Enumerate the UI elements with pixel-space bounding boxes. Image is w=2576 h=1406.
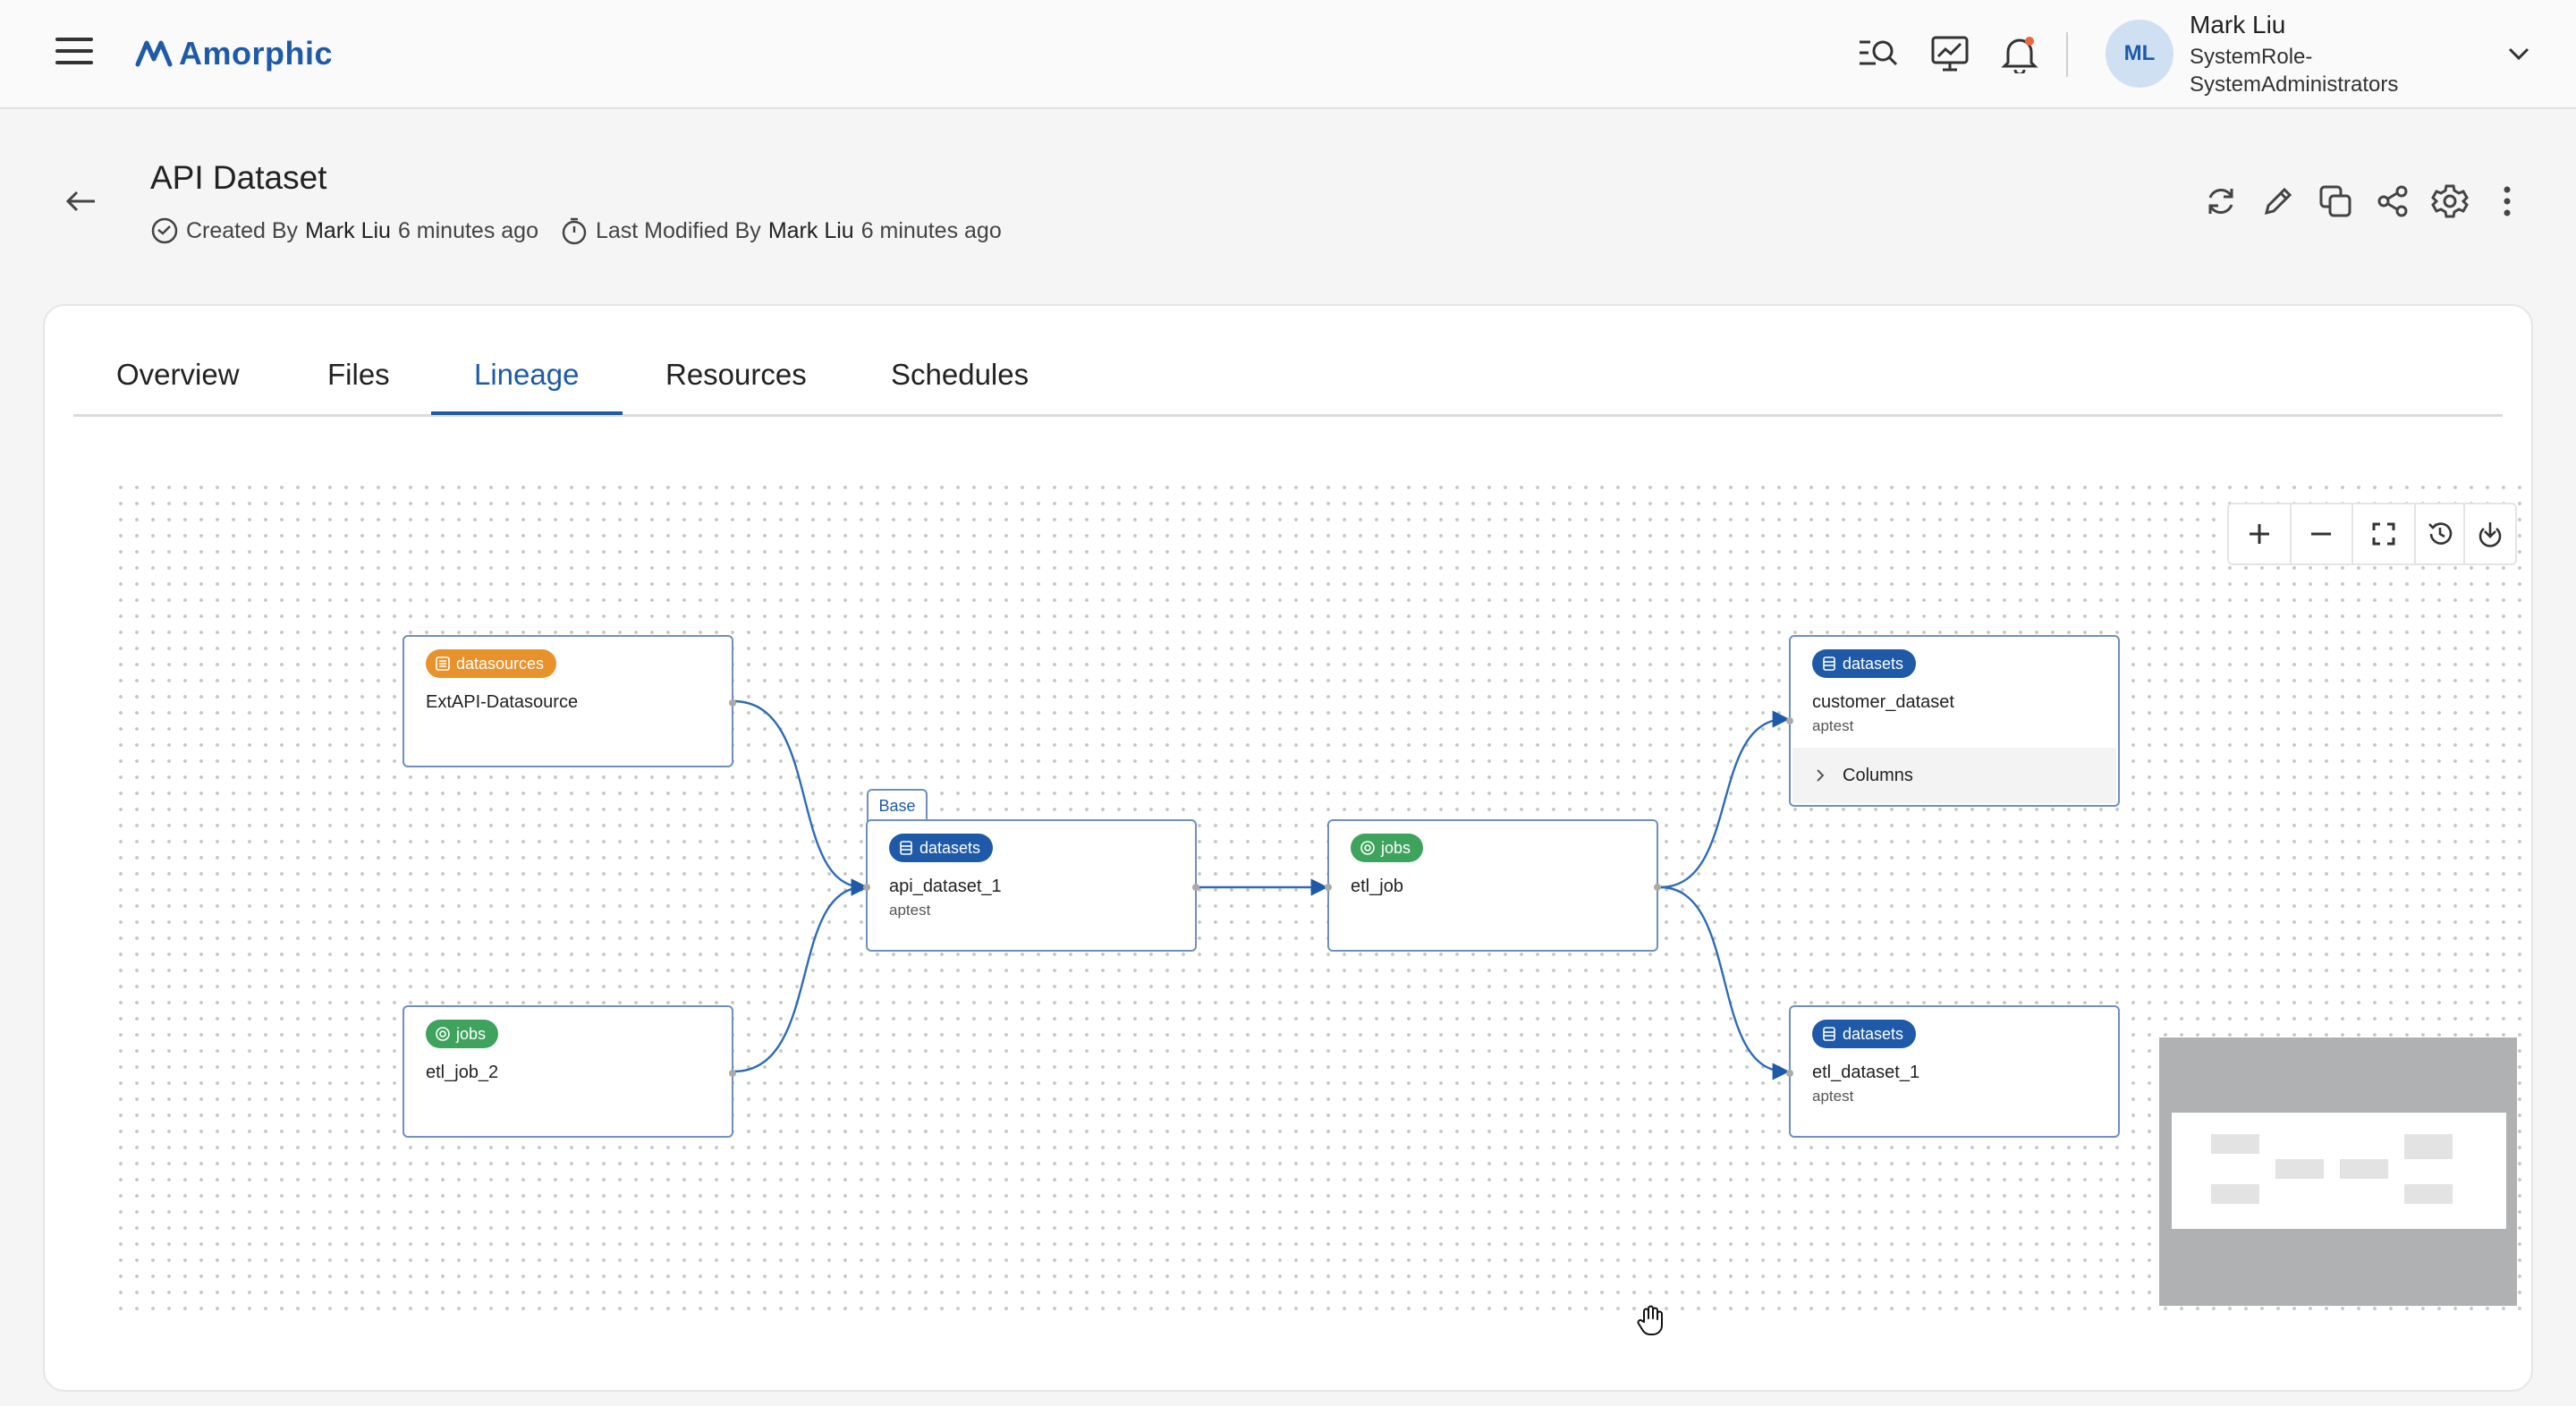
back-arrow-icon[interactable]: [63, 182, 100, 220]
base-tag: Base: [867, 789, 928, 821]
tab-overview[interactable]: Overview: [116, 358, 240, 391]
node-handle[interactable]: [863, 884, 870, 891]
node-handle[interactable]: [1192, 884, 1199, 891]
tab-files[interactable]: Files: [327, 358, 390, 391]
node-handle[interactable]: [1654, 884, 1661, 891]
dataset-icon: [1823, 1027, 1835, 1041]
lineage-node-etl-dataset-1[interactable]: datasets etl_dataset_1 aptest: [1786, 1005, 2120, 1138]
clock-icon: [151, 217, 178, 244]
bell-icon[interactable]: [1998, 32, 2041, 75]
node-name: customer_dataset: [1812, 692, 1954, 712]
hand-cursor-icon: [1637, 1305, 1663, 1335]
dataset-icon: [900, 841, 912, 855]
user-role: SystemRole-SystemAdministrators: [2190, 45, 2399, 97]
app-logo[interactable]: Amorphic: [134, 27, 333, 80]
menu-icon[interactable]: [55, 38, 93, 66]
created-by: Mark Liu: [305, 217, 391, 243]
amorphic-logo-icon: [135, 40, 173, 67]
dataset-badge: datasets: [1812, 649, 1917, 678]
created-label: Created By: [186, 217, 299, 243]
minimap-node: [2275, 1159, 2324, 1179]
node-handle[interactable]: [1786, 1070, 1793, 1077]
minimap-viewport[interactable]: [2172, 1113, 2506, 1229]
job-icon: [436, 1027, 450, 1041]
timer-icon: [562, 217, 587, 245]
job-badge: jobs: [426, 1020, 499, 1048]
tab-schedules[interactable]: Schedules: [891, 358, 1030, 391]
dataset-icon: [1823, 656, 1835, 671]
node-name: api_dataset_1: [889, 877, 1002, 896]
chevron-right-icon: [1817, 769, 1825, 782]
node-name: etl_job: [1351, 877, 1403, 896]
edit-icon[interactable]: [2258, 181, 2299, 222]
zoom-out-icon[interactable]: [2292, 504, 2354, 563]
tab-bar: Overview Files Lineage Resources Schedul…: [73, 331, 2503, 417]
job-icon: [1360, 841, 1375, 855]
header-divider: [2066, 32, 2068, 77]
share-icon[interactable]: [2372, 181, 2413, 222]
modified-by: Mark Liu: [767, 217, 854, 243]
minimap-node: [2404, 1184, 2453, 1204]
tab-resources[interactable]: Resources: [665, 358, 807, 391]
fit-view-icon[interactable]: [2353, 504, 2416, 563]
badge-label: datasets: [1843, 654, 1904, 673]
settings-icon[interactable]: [2429, 181, 2470, 222]
top-navbar: Amorphic ML Mark Liu SystemRole-SystemAd…: [0, 0, 2576, 109]
zoom-in-icon[interactable]: [2229, 504, 2292, 563]
copy-icon[interactable]: [2315, 181, 2356, 222]
columns-expander[interactable]: Columns: [1792, 748, 2116, 803]
datasource-badge: datasources: [426, 649, 557, 678]
active-tab-indicator: [431, 411, 623, 415]
monitor-chart-icon[interactable]: [1928, 32, 1971, 75]
avatar[interactable]: ML: [2106, 20, 2174, 88]
badge-label: datasources: [456, 654, 545, 673]
node-subtitle: aptest: [1812, 1088, 1854, 1105]
lineage-node-extapi-datasource[interactable]: datasources ExtAPI-Datasource: [402, 635, 736, 767]
node-subtitle: aptest: [1812, 717, 1854, 734]
node-handle[interactable]: [1325, 884, 1332, 891]
download-icon[interactable]: [2465, 504, 2515, 563]
minimap-node: [2404, 1134, 2453, 1159]
datasource-icon: [436, 656, 450, 671]
node-subtitle: aptest: [889, 902, 931, 919]
chevron-down-icon[interactable]: [2504, 39, 2533, 68]
node-handle[interactable]: [729, 1070, 736, 1077]
node-name: etl_dataset_1: [1812, 1063, 1920, 1082]
user-name: Mark Liu: [2190, 11, 2286, 38]
lineage-node-customer-dataset[interactable]: datasets customer_dataset aptest Columns: [1786, 635, 2120, 807]
badge-label: datasets: [919, 838, 981, 857]
badge-label: datasets: [1843, 1024, 1904, 1043]
dataset-badge: datasets: [889, 834, 994, 862]
node-name: ExtAPI-Datasource: [426, 692, 579, 712]
page-title: API Dataset: [150, 159, 327, 196]
page-meta: Created By Mark Liu 6 minutes ago Last M…: [150, 216, 1023, 245]
lineage-canvas[interactable]: [113, 479, 2528, 1320]
modified-when: 6 minutes ago: [860, 217, 1002, 243]
node-handle[interactable]: [1786, 717, 1793, 724]
lineage-node-etl-job-2[interactable]: jobs etl_job_2: [402, 1005, 736, 1138]
created-when: 6 minutes ago: [397, 217, 538, 243]
lineage-node-api-dataset-1[interactable]: datasets api_dataset_1 aptest: [863, 819, 1199, 952]
minimap-node: [2211, 1184, 2259, 1204]
tab-lineage[interactable]: Lineage: [474, 358, 580, 391]
history-icon[interactable]: [2416, 504, 2466, 563]
node-handle[interactable]: [729, 699, 736, 707]
minimap[interactable]: [2159, 1038, 2517, 1306]
lineage-node-etl-job[interactable]: jobs etl_job: [1325, 819, 1661, 952]
logo-text: Amorphic: [179, 35, 334, 72]
search-list-icon[interactable]: [1857, 32, 1900, 75]
refresh-icon[interactable]: [2200, 181, 2241, 222]
more-vertical-icon[interactable]: [2487, 181, 2528, 222]
badge-label: jobs: [456, 1024, 487, 1043]
dataset-badge: datasets: [1812, 1020, 1917, 1048]
zoom-controls: [2227, 503, 2517, 565]
badge-label: jobs: [1381, 838, 1411, 857]
minimap-node: [2340, 1159, 2388, 1179]
modified-label: Last Modified By: [595, 217, 761, 243]
columns-label: Columns: [1843, 765, 1913, 785]
node-name: etl_job_2: [426, 1063, 499, 1082]
job-badge: jobs: [1351, 834, 1424, 862]
minimap-node: [2211, 1134, 2259, 1154]
